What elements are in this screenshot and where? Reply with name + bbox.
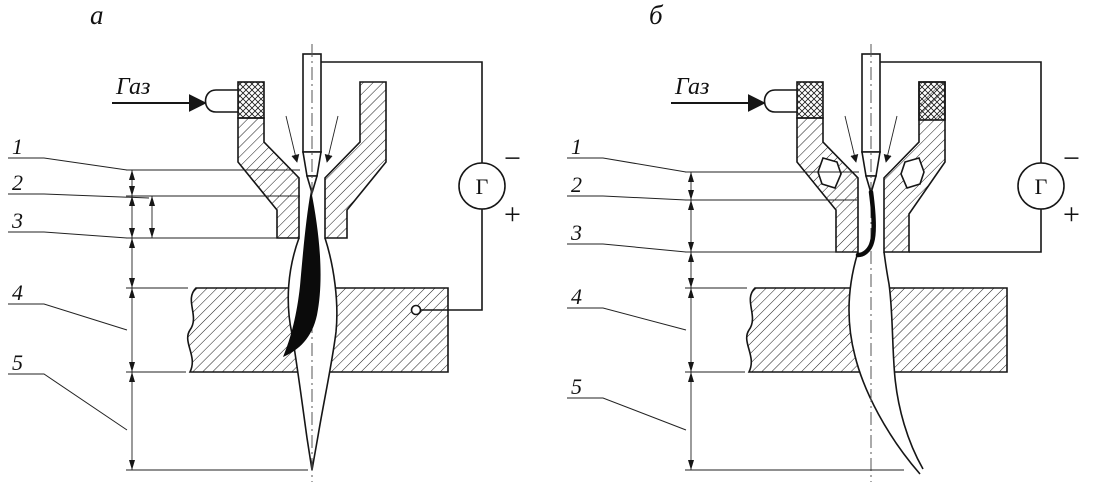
callout-3: 3 [11,208,23,233]
cooling-channel-right [900,157,925,189]
dimension-arrows [688,172,694,470]
plasma-arc [283,190,321,357]
polarity-plus: + [504,198,521,231]
gas-flow-arrow-left [285,115,300,163]
variant-label: а [90,0,104,30]
nozzle-cap-crosshatch [918,81,946,121]
workpiece-left [745,287,864,373]
gas-label: Газ [674,74,709,100]
callout-1: 1 [571,134,582,159]
callout-leaders [567,157,687,431]
gas-inlet-tube [204,89,239,113]
gas-label: Газ [115,74,150,100]
polarity-plus: + [1063,198,1080,231]
gas-inlet-flange [237,81,265,119]
callout-2: 2 [571,172,582,197]
generator-symbol [1017,162,1065,210]
nozzle-body-left [237,117,300,239]
callout-5: 5 [571,374,582,399]
generator-symbol [458,162,506,210]
callout-4: 4 [571,284,582,309]
nozzle-body-right [324,81,387,239]
dimension-line [131,170,153,470]
gas-inlet-tube [763,89,798,113]
callout-2: 2 [12,170,23,195]
callout-5: 5 [12,350,23,375]
cooling-channel-left [817,157,842,189]
workpiece-right [326,287,449,373]
power-wire-bottom [420,209,483,311]
ground-terminal [410,304,422,316]
gas-flow-arrow-right [324,115,339,163]
workpiece-right [885,287,1008,373]
plasma-flame [848,252,923,474]
extension-lines [685,171,904,471]
callout-leaders [8,157,150,431]
plasma-flame-right-edge [883,251,924,470]
plasma-flame-right-edge [311,237,338,471]
power-wire-bottom [909,209,1042,253]
extension-lines [126,169,308,471]
workpiece-left [186,287,303,373]
pilot-arc [855,189,877,258]
panel-b: б Газ Г − + [567,0,1080,482]
gas-flow-arrow-left [844,115,859,163]
panel-a: а Газ Г − + [8,0,521,482]
gas-flow-arrow-right [883,115,898,163]
power-wire-top [321,61,483,163]
callout-3: 3 [570,220,582,245]
variant-label: б [649,0,664,30]
plasma-flame-left-edge [848,251,921,475]
dimension-arrows [129,170,155,470]
power-wire-top [880,61,1042,163]
polarity-minus: − [1063,142,1080,175]
generator-label: Г [1035,174,1048,199]
polarity-minus: − [504,142,521,175]
callout-4: 4 [12,280,23,305]
callout-1: 1 [12,134,23,159]
generator-label: Г [476,174,489,199]
gas-inlet-flange [796,81,824,119]
